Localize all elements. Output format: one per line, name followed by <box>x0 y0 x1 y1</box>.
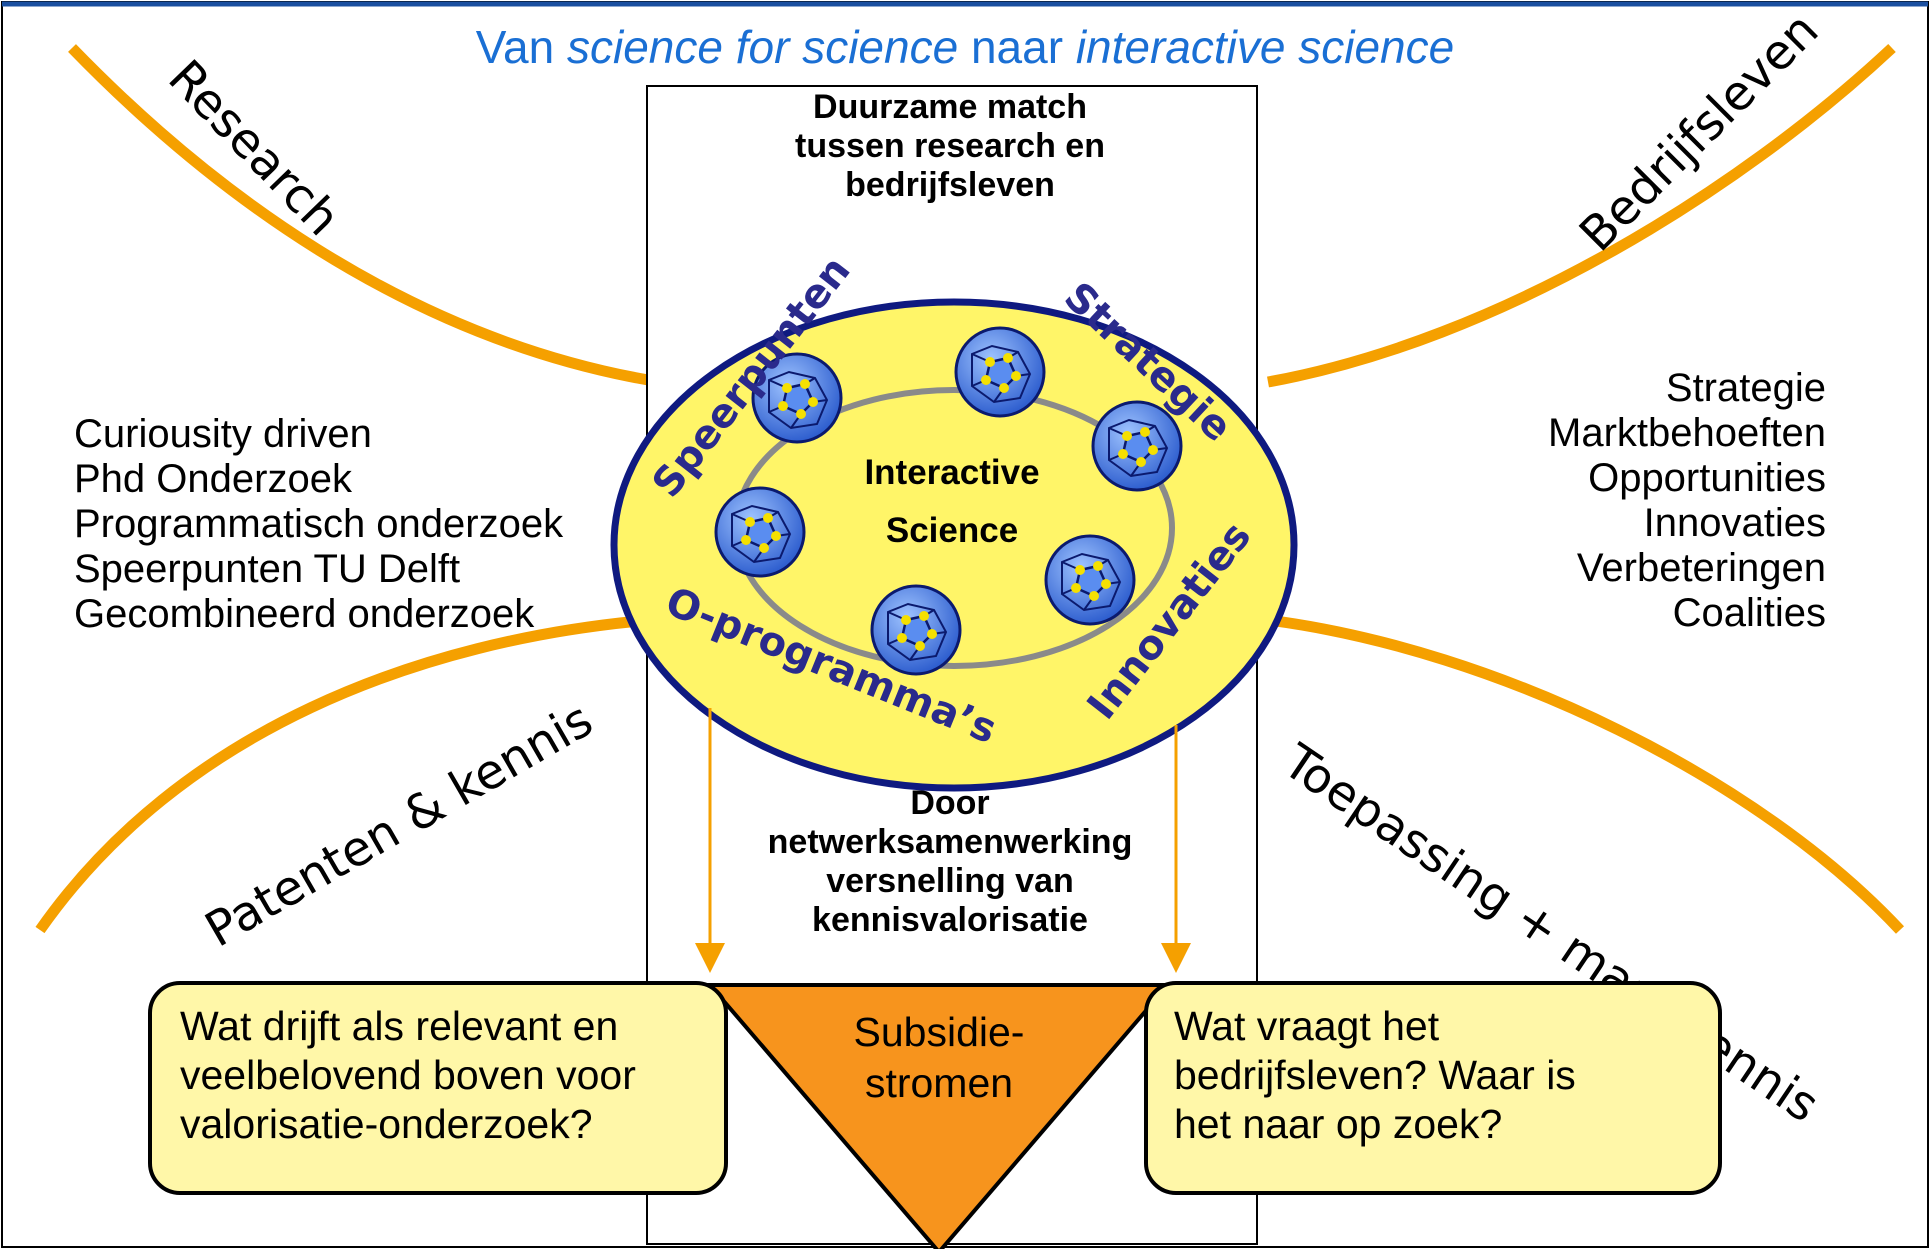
top-box-text: Duurzame match tussen research en bedrij… <box>650 88 1250 205</box>
network-node-icon <box>954 326 1046 418</box>
subsidie-triangle <box>705 983 1173 1249</box>
bedrijfsleven-list: Strategie Marktbehoeften Opportunities I… <box>1548 366 1826 636</box>
top-box-line: bedrijfsleven <box>845 166 1055 204</box>
bottom-box-line: versnelling van <box>826 862 1074 900</box>
triangle-line1: Subsidie- <box>854 1009 1025 1055</box>
right-box-text: Wat vraagt het bedrijfsleven? Waar is he… <box>1174 1002 1576 1149</box>
list-item: Opportunities <box>1588 456 1826 500</box>
right-box-line: het naar op zoek? <box>1174 1101 1503 1147</box>
right-box-line: Wat vraagt het <box>1174 1003 1440 1049</box>
top-box-line: tussen research en <box>795 127 1105 165</box>
title-middle: naar <box>958 21 1076 73</box>
list-item: Gecombineerd onderzoek <box>74 592 535 636</box>
research-list: Curiousity driven Phd Onderzoek Programm… <box>74 412 563 637</box>
network-node-icon <box>714 486 806 578</box>
curve-toepassing <box>1267 614 1905 934</box>
triangle-line2: stromen <box>865 1060 1013 1106</box>
left-box-line: veelbelovend boven voor <box>180 1052 636 1098</box>
list-item: Coalities <box>1672 591 1826 635</box>
list-item: Strategie <box>1665 366 1826 410</box>
bottom-box-line: kennisvalorisatie <box>812 901 1088 939</box>
bottom-box-line: netwerksamenwerking <box>767 823 1133 861</box>
right-box-line: bedrijfsleven? Waar is <box>1174 1052 1576 1098</box>
list-item: Curiousity driven <box>74 412 372 456</box>
bottom-box-text: Door netwerksamenwerking versnelling van… <box>650 784 1250 940</box>
bottom-box-line: Door <box>910 784 990 822</box>
top-box-line: Duurzame match <box>813 88 1087 126</box>
list-item: Programmatisch onderzoek <box>74 502 564 546</box>
list-item: Marktbehoeften <box>1548 411 1826 455</box>
title-prefix: Van <box>475 21 567 73</box>
left-box-line: Wat drijft als relevant en <box>180 1003 619 1049</box>
title-emph1: science for science <box>566 21 959 73</box>
list-item: Verbeteringen <box>1576 546 1826 590</box>
list-item: Speerpunten TU Delft <box>74 547 461 591</box>
left-box-text: Wat drijft als relevant en veelbelovend … <box>180 1002 636 1149</box>
network-node-icon <box>1091 400 1183 492</box>
network-node-icon <box>1044 534 1136 626</box>
left-box-line: valorisatie-onderzoek? <box>180 1101 593 1147</box>
network-node-icon <box>870 584 962 676</box>
center-title-line2: Science <box>886 511 1018 550</box>
left-question-box <box>148 981 728 1195</box>
curve-research <box>68 44 661 388</box>
curve-bedrijfsleven <box>1267 43 1896 388</box>
center-title-line1: Interactive <box>864 453 1039 492</box>
title-emph2: interactive science <box>1075 21 1455 73</box>
list-item: Innovaties <box>1643 501 1826 545</box>
list-item: Phd Onderzoek <box>74 457 352 501</box>
curve-patenten <box>35 614 651 934</box>
page-title: Van science for science naar interactive… <box>0 20 1930 74</box>
right-question-box <box>1144 981 1722 1195</box>
